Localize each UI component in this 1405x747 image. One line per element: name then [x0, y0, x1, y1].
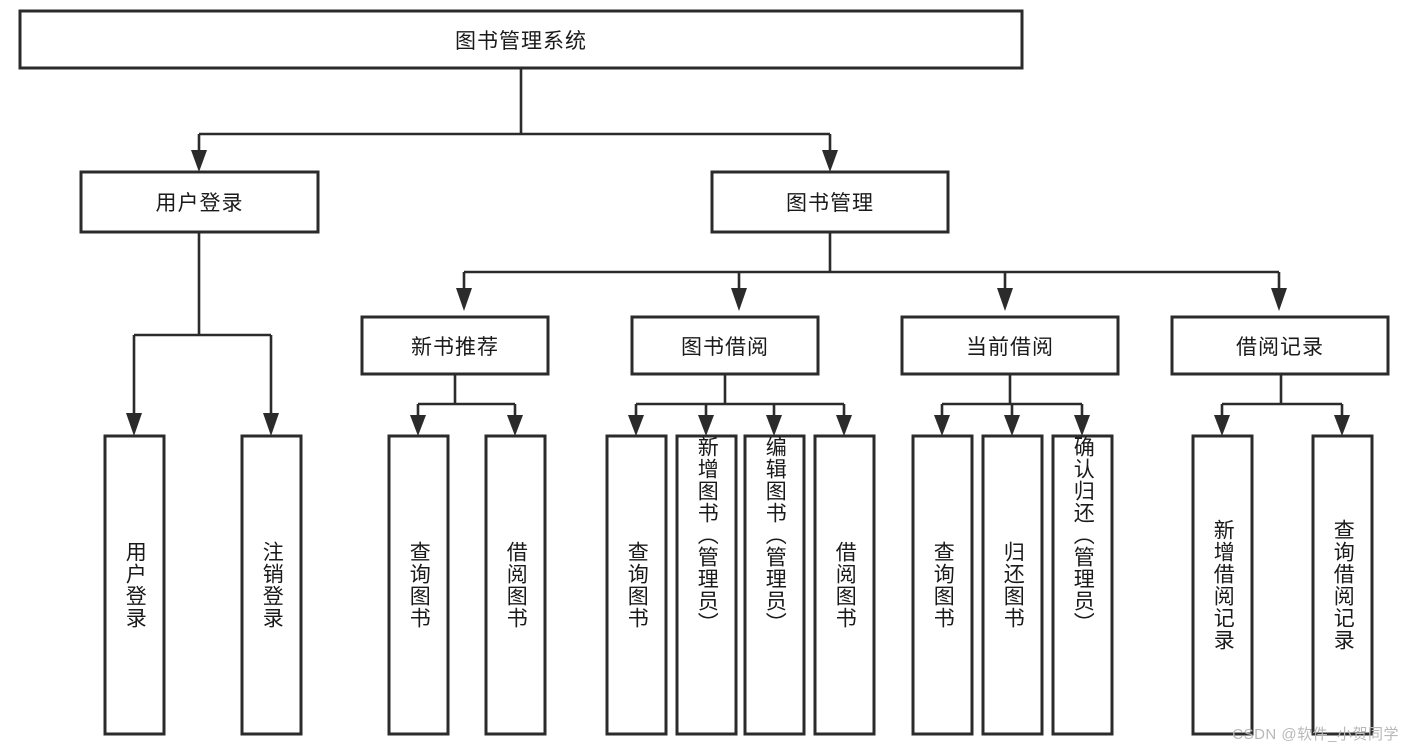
leaf-borrow-0[interactable]: 查询图书	[607, 436, 666, 734]
node-current-label: 当前借阅	[966, 335, 1054, 359]
arrow-re-leaf-1	[1214, 415, 1230, 436]
node-root-label: 图书管理系统	[455, 29, 587, 53]
node-borrow-label: 图书借阅	[681, 335, 769, 359]
arrow-nb-leaf-2	[507, 415, 523, 436]
leaf-new-books-1[interactable]: 借阅图书	[486, 436, 545, 734]
arrow-to-leaf-user-login	[126, 413, 142, 436]
arrow-cu-leaf-2	[1004, 415, 1020, 436]
leaf-box-current-1	[981, 434, 1044, 736]
leaf-current-0[interactable]: 查询图书	[913, 436, 972, 734]
arrow-bo-leaf-1	[628, 415, 644, 436]
leaf-label: 新增图书（管理员）	[695, 436, 719, 634]
leaf-label: 确认归还（管理员）	[1071, 436, 1095, 634]
arrow-to-records	[1271, 288, 1287, 311]
link-root-bus	[197, 68, 832, 152]
leaf-box-new-books-0	[387, 434, 450, 736]
arrow-to-user-login	[191, 150, 207, 172]
arrow-cu-leaf-1	[934, 415, 950, 436]
node-new-books-label: 新书推荐	[411, 335, 499, 359]
leaf-records-1[interactable]: 查询借阅记录	[1313, 436, 1372, 734]
leaf-box-borrow-0	[605, 434, 668, 736]
leaf-box-borrow-3	[813, 434, 876, 736]
link-borrow-bus	[634, 374, 846, 417]
arrow-to-current	[997, 288, 1013, 311]
node-records[interactable]: 借阅记录	[1172, 317, 1388, 374]
leaf-box-new-books-1	[484, 434, 547, 736]
arrow-cu-leaf-3	[1074, 415, 1090, 436]
leaf-records-0[interactable]: 新增借阅记录	[1193, 436, 1252, 734]
arrow-to-new-books	[456, 288, 472, 311]
node-new-books-box	[360, 315, 550, 376]
arrow-nb-leaf-1	[410, 415, 426, 436]
watermark: CSDN @软件_小贺同学	[1232, 726, 1399, 743]
node-book-mgmt-box	[710, 170, 950, 234]
leaf-label: 查询借阅记录	[1331, 519, 1355, 651]
leaf-box-user-login-0	[103, 434, 166, 736]
arrow-to-leaf-logout	[263, 413, 279, 436]
leaf-current-2[interactable]: 确认归还（管理员）	[1053, 436, 1112, 734]
node-book-mgmt-label: 图书管理	[786, 192, 874, 215]
link-book-mgmt-bus	[462, 232, 1281, 290]
node-user-login-label: 用户登录	[155, 192, 244, 215]
node-borrow-box	[630, 315, 820, 376]
leaf-label: 查询图书	[931, 541, 955, 629]
arrow-re-leaf-2	[1334, 415, 1350, 436]
node-user-login-box	[79, 170, 320, 234]
node-records-label: 借阅记录	[1236, 335, 1324, 359]
node-borrow[interactable]: 图书借阅	[632, 317, 818, 374]
leaf-user-login-1[interactable]: 注销登录	[242, 436, 301, 734]
leaf-box-borrow-1	[675, 434, 738, 736]
node-records-box	[1170, 315, 1390, 376]
leaf-label: 借阅图书	[833, 541, 857, 629]
node-current-box	[900, 315, 1120, 376]
leaf-box-current-0	[911, 434, 974, 736]
leaf-current-1[interactable]: 归还图书	[983, 436, 1042, 734]
leaf-box-current-2	[1051, 434, 1114, 736]
leaf-box-borrow-2	[743, 434, 806, 736]
leaf-box-records-1	[1311, 434, 1374, 736]
leaf-box-user-login-1	[240, 434, 303, 736]
node-root[interactable]: 图书管理系统	[20, 11, 1022, 68]
leaf-user-login-0[interactable]: 用户登录	[105, 436, 164, 734]
arrow-bo-leaf-2	[698, 415, 714, 436]
link-new-books-bus	[416, 374, 517, 417]
leaf-new-books-0[interactable]: 查询图书	[389, 436, 448, 734]
leaf-borrow-2[interactable]: 编辑图书（管理员）	[745, 436, 804, 734]
leaf-borrow-1[interactable]: 新增图书（管理员）	[677, 436, 736, 734]
arrow-bo-leaf-4	[836, 415, 852, 436]
leaf-label: 查询图书	[625, 541, 649, 629]
leaf-box-records-0	[1191, 434, 1254, 736]
link-user-login-bus	[132, 232, 273, 415]
leaf-label: 注销登录	[260, 541, 284, 629]
link-current-bus	[940, 374, 1084, 417]
node-new-books[interactable]: 新书推荐	[362, 317, 548, 374]
node-current[interactable]: 当前借阅	[902, 317, 1118, 374]
arrow-to-book-mgmt	[822, 150, 838, 172]
leaf-label: 用户登录	[123, 541, 147, 629]
arrow-bo-leaf-3	[766, 415, 782, 436]
leaf-label: 编辑图书（管理员）	[763, 436, 787, 634]
leaf-label: 新增借阅记录	[1211, 519, 1235, 651]
link-records-bus	[1220, 374, 1344, 417]
leaf-label: 借阅图书	[504, 541, 528, 629]
leaf-label: 归还图书	[1001, 541, 1025, 629]
leaf-label: 查询图书	[407, 541, 431, 629]
node-book-mgmt[interactable]: 图书管理	[712, 172, 948, 232]
node-user-login[interactable]: 用户登录	[81, 172, 318, 232]
arrow-to-borrow	[731, 288, 747, 311]
node-root-box	[18, 9, 1024, 70]
leaf-borrow-3[interactable]: 借阅图书	[815, 436, 874, 734]
